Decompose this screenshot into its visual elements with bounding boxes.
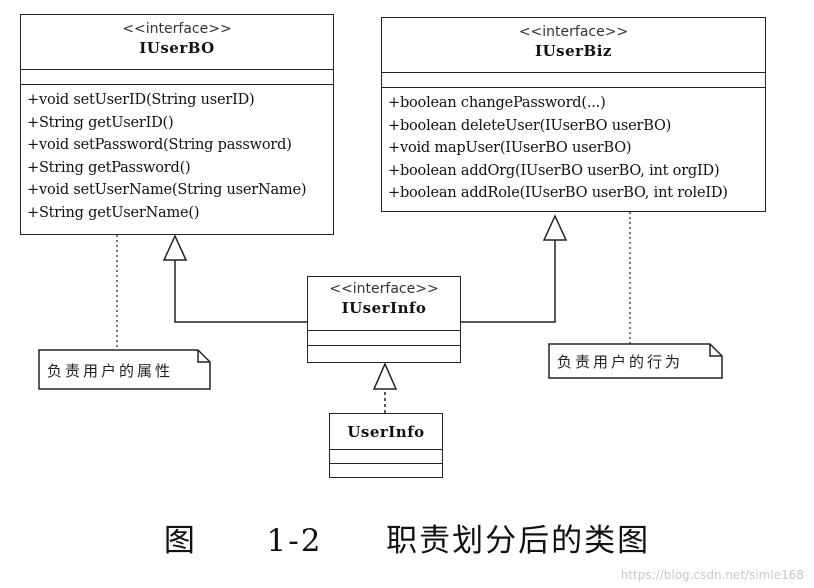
class-iuserbiz: <<interface>> IUserBiz +boolean changePa… [381, 17, 766, 212]
caption-label: 图 [163, 523, 197, 559]
generalization-line-right [461, 240, 556, 323]
note-left-fold [197, 350, 210, 363]
note-right-shape [548, 343, 723, 379]
class-iuserbo: <<interface>> IUserBO +void setUserID(St… [20, 14, 334, 235]
class-iuserbo-methods: +void setUserID(String userID) +String g… [21, 85, 333, 224]
watermark: https://blog.csdn.net/simle168 [620, 568, 804, 582]
note-left-text: 负责用户的属性 [47, 362, 174, 380]
class-iuserbo-name: IUserBO [139, 39, 215, 57]
generalization-line-left [174, 260, 307, 323]
class-iuserbiz-name: IUserBiz [535, 42, 612, 60]
caption-number: 1-2 [266, 523, 323, 559]
note-right-text: 负责用户的行为 [557, 353, 684, 371]
method: +void mapUser(IUserBO userBO) [388, 140, 632, 156]
class-iuserbiz-attributes [382, 73, 765, 88]
method: +boolean addRole(IUserBO userBO, int rol… [388, 185, 728, 201]
class-iuserbo-stereotype: <<interface>> [122, 21, 232, 37]
class-userinfo-header: UserInfo [330, 414, 442, 450]
method: +boolean addOrg(IUserBO userBO, int orgI… [388, 162, 720, 179]
class-iuserbo-header: <<interface>> IUserBO [21, 15, 333, 70]
note-right-fold [709, 344, 722, 357]
caption-title: 职责划分后的类图 [386, 523, 651, 559]
class-userinfo-attributes [330, 450, 442, 464]
method: +boolean changePassword(...) [388, 95, 606, 111]
note-left-shape [38, 349, 211, 390]
method: +void setUserID(String userID) [27, 92, 255, 108]
method: +boolean deleteUser(IUserBO userBO) [388, 117, 672, 134]
class-iuserinfo-name: IUserInfo [341, 299, 427, 317]
class-iuserbiz-methods: +boolean changePassword(...) +boolean de… [382, 88, 765, 205]
class-iuserbiz-header: <<interface>> IUserBiz [382, 18, 765, 73]
class-iuserbo-attributes [21, 70, 333, 85]
generalization-arrowhead-right [542, 214, 568, 241]
method: +String getUserName() [27, 204, 200, 221]
class-iuserinfo-attributes [308, 331, 460, 346]
method: +void setUserName(String userName) [27, 182, 307, 198]
class-iuserbiz-stereotype: <<interface>> [518, 24, 629, 40]
generalization-arrowhead-left [162, 234, 188, 261]
method: +void setPassword(String password) [27, 137, 292, 153]
class-userinfo: UserInfo [329, 413, 443, 478]
class-iuserinfo-header: <<interface>> IUserInfo [308, 277, 460, 331]
method: +String getPassword() [27, 159, 191, 176]
class-userinfo-name: UserInfo [347, 423, 425, 441]
figure-caption: 图 1-2 职责划分后的类图 [0, 515, 814, 560]
realization-arrowhead [372, 362, 398, 390]
class-iuserinfo: <<interface>> IUserInfo [307, 276, 461, 363]
method: +String getUserID() [27, 114, 174, 131]
class-iuserinfo-stereotype: <<interface>> [329, 281, 439, 297]
